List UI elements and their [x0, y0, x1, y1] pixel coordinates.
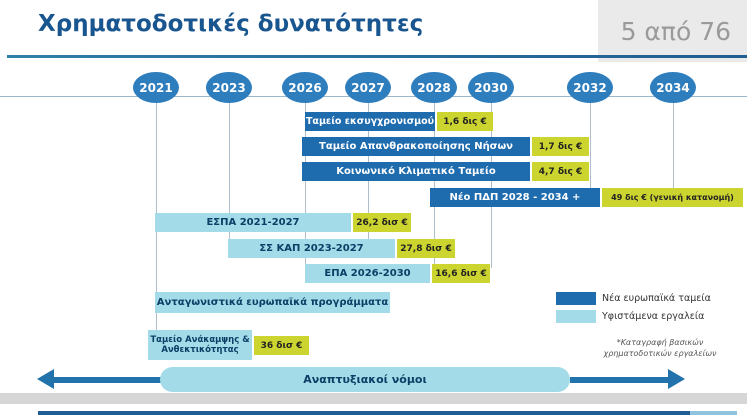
next-slide-preview — [0, 404, 747, 418]
gridline-2028 — [434, 97, 435, 268]
year-badge-2026: 2026 — [282, 72, 328, 103]
bar-new-mff-2028-2034: Νέο ΠΔΠ 2028 - 2034 + — [430, 188, 600, 207]
next-slide-underline-light — [690, 411, 737, 415]
bar-social-climate-fund: Κοινωνικό Κλιματικό Ταμείο — [302, 162, 530, 181]
next-slide-underline — [38, 411, 690, 415]
value-chip-islands-decarbonisation-fund: 1,7 δις € — [532, 137, 589, 156]
year-badge-2021: 2021 — [133, 72, 179, 103]
left-arrow-icon — [37, 369, 54, 389]
right-arrow-shaft — [570, 377, 670, 383]
bar-recovery-resilience-fund: Ταμείο Ανάκαμψης & Ανθεκτικότητας — [148, 330, 252, 360]
value-chip-recovery-resilience-fund: 36 δισ € — [254, 336, 309, 355]
value-chip-social-climate-fund: 4,7 δις € — [532, 162, 589, 181]
bar-cap-2023-2027: ΣΣ ΚΑΠ 2023-2027 — [228, 239, 395, 258]
bar-modernisation-fund: Ταμείο εκσυγχρονισμού — [305, 112, 435, 131]
year-badge-2030: 2030 — [468, 72, 514, 103]
gridline-2026 — [305, 97, 306, 268]
value-chip-new-mff: 49 δις € (γενική κατανομή) — [602, 188, 743, 207]
gridline-2023 — [229, 97, 230, 250]
left-arrow-shaft — [54, 377, 162, 383]
legend-swatch-new-eu-funds — [556, 292, 596, 305]
slide-title: Χρηματοδοτικές δυνατότητες — [38, 11, 424, 37]
value-chip-modernisation-fund: 1,6 δις € — [437, 112, 493, 131]
page-counter-label: 5 από 76 — [620, 16, 731, 46]
gridline-2034 — [673, 97, 674, 190]
year-badge-2034: 2034 — [650, 72, 696, 103]
bar-competitive-eu-programmes: Ανταγωνιστικά ευρωπαϊκά προγράμματα — [155, 292, 390, 313]
legend-swatch-existing-tools — [556, 310, 596, 323]
title-underline — [7, 55, 747, 58]
bar-espa-2021-2027: ΕΣΠΑ 2021-2027 — [155, 213, 351, 232]
bar-islands-decarbonisation-fund: Ταμείο Απανθρακοποίησης Νήσων — [302, 137, 530, 156]
value-chip-cap: 27,8 δισ € — [397, 239, 455, 258]
gridline-2032 — [590, 97, 591, 190]
year-badge-2028: 2028 — [411, 72, 457, 103]
year-badge-2027: 2027 — [345, 72, 391, 103]
slide: Χρηματοδοτικές δυνατότητες 5 από 76 2021… — [0, 0, 747, 393]
year-badge-2023: 2023 — [206, 72, 252, 103]
right-arrow-icon — [668, 369, 685, 389]
bar-development-laws: Αναπτυξιακοί νόμοι — [160, 367, 570, 392]
footnote: *Καταγραφή βασικών χρηματοδοτικών εργαλε… — [603, 338, 717, 359]
value-chip-espa: 26,2 δισ € — [353, 213, 411, 232]
bar-epa-2026-2030: ΕΠΑ 2026-2030 — [305, 264, 430, 283]
gridline-2030 — [491, 97, 492, 268]
year-badge-2032: 2032 — [567, 72, 613, 103]
value-chip-epa: 16,6 δισ € — [432, 264, 490, 283]
legend-label-new-eu-funds: Νέα ευρωπαϊκά ταμεία — [602, 293, 711, 304]
legend-label-existing-tools: Υφιστάμενα εργαλεία — [602, 311, 705, 322]
page-counter: 5 από 76 — [598, 0, 747, 62]
